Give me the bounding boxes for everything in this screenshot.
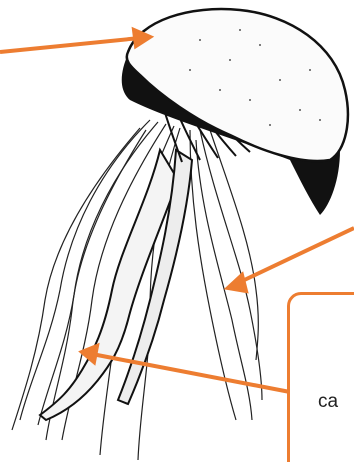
arrow-to-bell — [0, 38, 140, 52]
arrow-to-tentacle-head — [228, 275, 246, 291]
label-box-text: ca — [318, 392, 338, 411]
oral-arm — [40, 150, 192, 420]
label-box — [287, 292, 354, 462]
arrow-to-tentacle — [238, 228, 354, 283]
bell — [127, 9, 348, 161]
arrow-to-oral-arm-head — [82, 346, 97, 362]
